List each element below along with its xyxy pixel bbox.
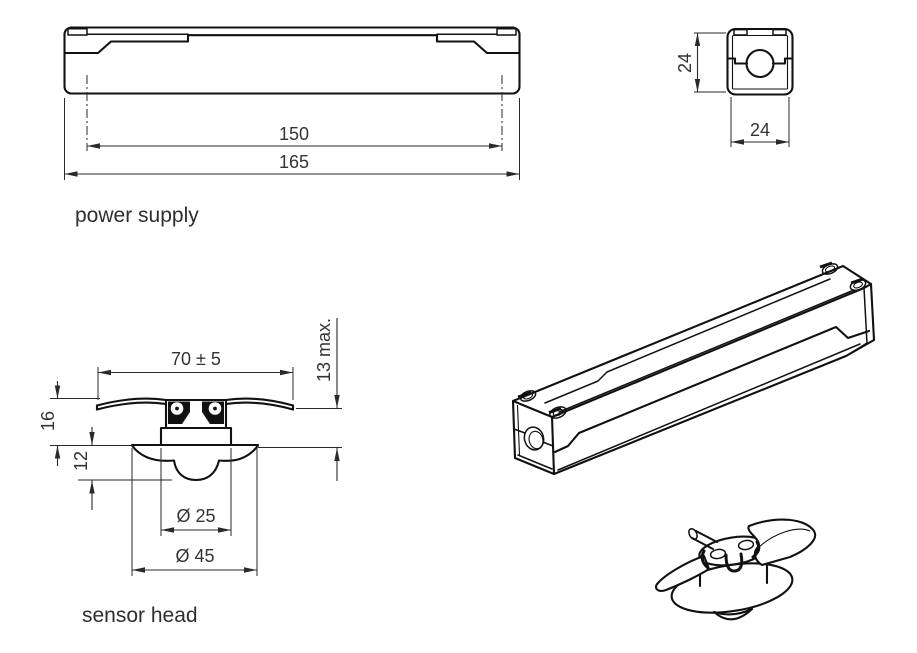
dim-24-height-label: 24 xyxy=(675,53,695,73)
iso-wing-left xyxy=(654,554,711,592)
screw-slot-right xyxy=(496,28,517,36)
iso-clip-hole-right xyxy=(737,539,755,551)
dim-16-label: 16 xyxy=(38,411,58,431)
dimension-165: 165 xyxy=(64,152,520,177)
dim-13max-label: 13 max. xyxy=(314,318,334,382)
dimension-150: 150 xyxy=(87,124,502,149)
sensor-head-iso xyxy=(654,518,817,621)
cable-entry-hole xyxy=(523,426,545,451)
spring-wing-left xyxy=(95,397,168,411)
dimension-13max: 13 max. xyxy=(314,318,340,481)
spring-wing-right xyxy=(224,397,295,411)
dim-150-label: 150 xyxy=(279,124,309,144)
dim-d25-label: Ø 25 xyxy=(176,506,215,526)
dim-70-label: 70 ± 5 xyxy=(171,349,221,369)
dim-12-label: 12 xyxy=(71,451,91,471)
iso-spring-wire xyxy=(751,540,761,559)
iso-dome xyxy=(712,607,754,621)
dim-d45-label: Ø 45 xyxy=(175,546,214,566)
dimension-24-width: 24 xyxy=(730,97,790,147)
iso-dome-rim xyxy=(712,607,754,616)
dimension-70: 70 ± 5 xyxy=(97,349,294,400)
dim-24-width-label: 24 xyxy=(750,120,770,140)
screw-slot-left xyxy=(67,28,88,36)
dimension-24-height: 24 xyxy=(675,32,726,93)
dimension-d45: Ø 45 xyxy=(131,448,258,576)
sensor-head-label: sensor head xyxy=(82,604,198,627)
power-supply-label: power supply xyxy=(75,204,199,227)
end-slot-right xyxy=(772,28,787,36)
screw-heads xyxy=(519,263,867,419)
sensor-head-drawing: 16 12 70 ± 5 13 max. Ø 25 xyxy=(38,318,342,627)
dimension-12: 12 xyxy=(71,427,95,510)
trim-ring xyxy=(130,443,260,482)
iso-spring-wire xyxy=(700,549,710,570)
cable-bore xyxy=(745,48,775,79)
power-supply-side-view: 150 165 power supply xyxy=(63,26,521,227)
dimension-16: 16 xyxy=(38,381,61,466)
end-slot-left xyxy=(733,28,748,36)
dimension-d25: Ø 25 xyxy=(160,448,232,536)
power-supply-iso xyxy=(511,261,876,476)
recess-body xyxy=(159,426,233,447)
iso-cable-stub xyxy=(688,528,719,551)
dim-165-label: 165 xyxy=(279,152,309,172)
power-supply-end-view: 24 24 xyxy=(675,27,794,147)
iso-wire-loop xyxy=(724,552,744,573)
iso-clip-hole-left xyxy=(709,548,727,560)
